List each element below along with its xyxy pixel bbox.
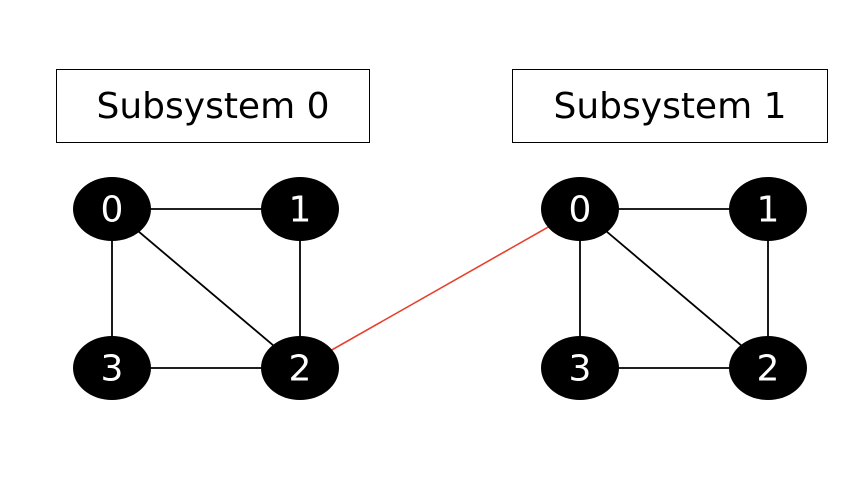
subsystem-0-node-2: 2 bbox=[261, 336, 339, 400]
subsystem-0-node-0-label: 0 bbox=[101, 190, 124, 231]
subsystem-0-node-0-circle bbox=[73, 177, 151, 241]
subsystem-0-title: Subsystem 0 bbox=[96, 85, 330, 127]
subsystem-1-node-3-label: 3 bbox=[569, 349, 592, 390]
subsystem-1-node-2-circle bbox=[729, 336, 807, 400]
nodes-layer: 0 1 2 3 0 1 2 3 bbox=[73, 177, 807, 400]
inter-subsystem-edge bbox=[299, 208, 581, 369]
subsystem-1-node-3-circle bbox=[541, 336, 619, 400]
subsystem-0-node-0: 0 bbox=[73, 177, 151, 241]
subsystem-0-node-1: 1 bbox=[261, 177, 339, 241]
subsystem-0-node-3: 3 bbox=[73, 336, 151, 400]
edges-layer bbox=[111, 208, 769, 369]
subsystem-1-node-0: 0 bbox=[541, 177, 619, 241]
subsystem-1-title: Subsystem 1 bbox=[553, 85, 787, 127]
subsystem-1-node-3: 3 bbox=[541, 336, 619, 400]
subsystem-0-edge-0-2 bbox=[111, 208, 301, 369]
subsystem-0-node-2-circle bbox=[261, 336, 339, 400]
subsystem-1-node-0-circle bbox=[541, 177, 619, 241]
subsystem-1-node-1-circle bbox=[729, 177, 807, 241]
subsystem-0-node-1-label: 1 bbox=[289, 190, 312, 231]
subsystem-1-node-0-label: 0 bbox=[569, 190, 592, 231]
subsystem-0-node-2-label: 2 bbox=[289, 349, 312, 390]
subsystem-1-edge-0-2 bbox=[579, 208, 769, 369]
subsystem-1-label: Subsystem 1 bbox=[512, 69, 828, 143]
subsystem-1-node-1: 1 bbox=[729, 177, 807, 241]
subsystem-0-label: Subsystem 0 bbox=[56, 69, 370, 143]
subsystem-1-node-2: 2 bbox=[729, 336, 807, 400]
subsystem-1-node-2-label: 2 bbox=[757, 349, 780, 390]
subsystem-0-node-3-circle bbox=[73, 336, 151, 400]
subsystem-0-node-1-circle bbox=[261, 177, 339, 241]
subsystem-1-node-1-label: 1 bbox=[757, 190, 780, 231]
subsystem-0-node-3-label: 3 bbox=[101, 349, 124, 390]
